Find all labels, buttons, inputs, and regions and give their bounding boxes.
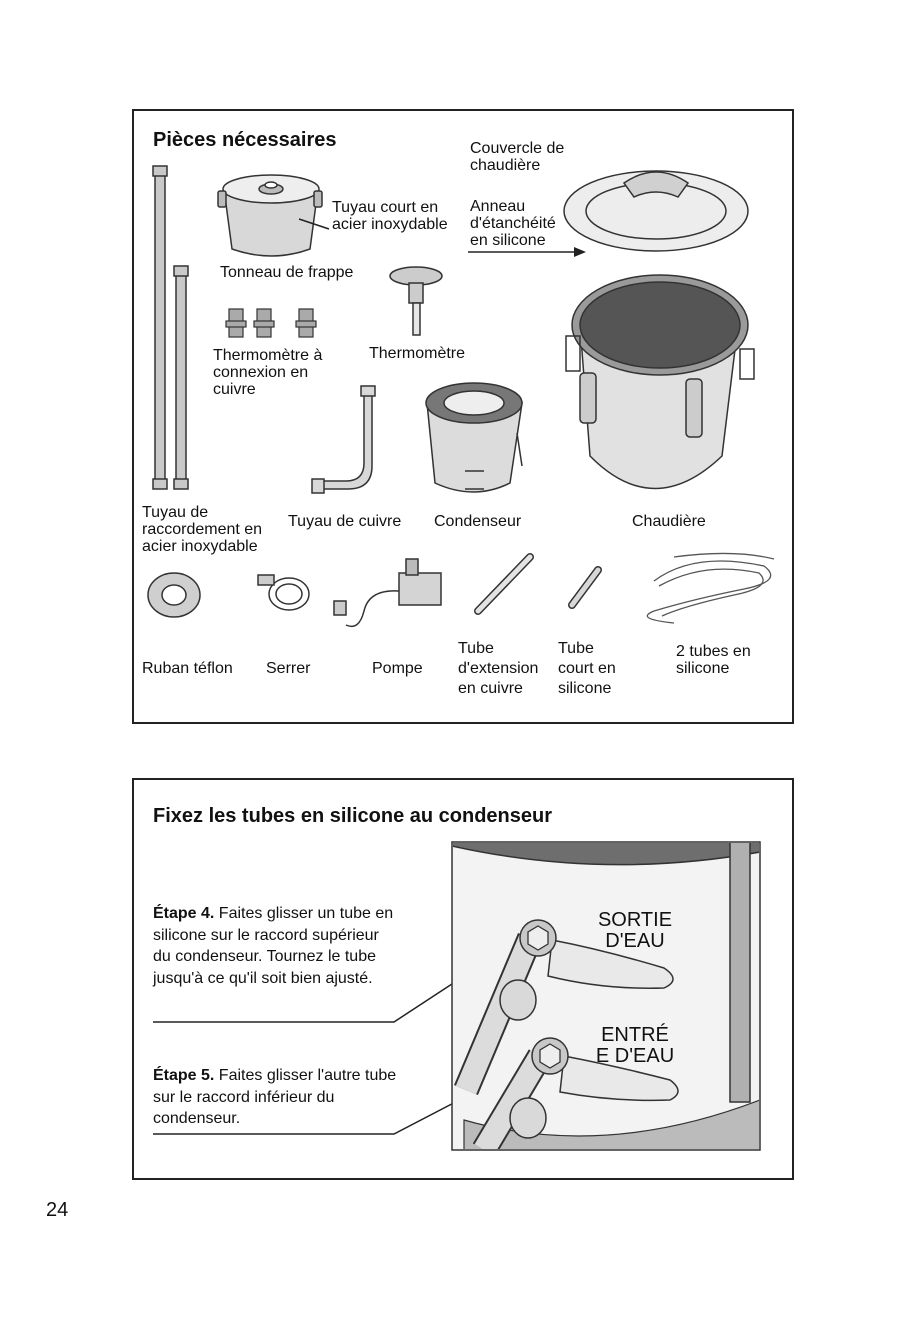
pump-illustration xyxy=(333,558,442,628)
boiler-illustration xyxy=(565,274,755,490)
parts-panel: Pièces nécessaires xyxy=(132,109,794,724)
boiler-lid-illustration xyxy=(563,170,749,252)
label-boiler-lid: Couvercle de chaudière xyxy=(470,140,565,174)
clamp-illustration xyxy=(257,574,310,611)
label-silicone-seal: Anneau d'étanchéité en silicone xyxy=(470,198,556,249)
label-clamp: Serrer xyxy=(266,660,311,677)
condenser-detail-illustration xyxy=(153,841,761,1151)
attach-title: Fixez les tubes en silicone au condenseu… xyxy=(153,805,553,827)
label-short-steel-pipe: Tuyau court en acier inoxydable xyxy=(332,199,448,233)
label-teflon-tape: Ruban téflon xyxy=(142,660,233,677)
parts-illustrations xyxy=(147,165,775,628)
label-short-silicone-tube: Tube court en silicone xyxy=(558,640,616,697)
label-mash-tun: Tonneau de frappe xyxy=(220,264,354,281)
step-5-pointer-line xyxy=(153,1081,495,1135)
copper-fittings-illustration xyxy=(225,308,317,338)
water-in-label: ENTRÉ E D'EAU xyxy=(595,1024,675,1067)
thermometer-illustration xyxy=(389,266,443,336)
attach-panel: Fixez les tubes en silicone au condenseu… xyxy=(132,778,794,1180)
label-copper-thermometer-fittings: Thermomètre à connexion en cuivre xyxy=(213,347,323,398)
label-steel-connecting-pipe: Tuyau de raccordement en acier inoxydabl… xyxy=(142,504,263,555)
label-condenser: Condenseur xyxy=(434,513,522,530)
step-5-text: Faites glisser l'autre tube sur le racco… xyxy=(153,1067,397,1127)
step-4: Étape 4. Faites glisser un tube en silic… xyxy=(153,903,398,989)
teflon-tape-illustration xyxy=(147,572,201,618)
water-out-label: SORTIE D'EAU xyxy=(597,909,673,952)
parts-title: Pièces nécessaires xyxy=(153,129,337,151)
step-4-pointer-line xyxy=(153,962,485,1023)
label-thermometer: Thermomètre xyxy=(369,345,466,362)
label-copper-extension-tube: Tube d'extension en cuivre xyxy=(458,640,539,697)
copper-pipe-illustration xyxy=(311,385,376,494)
step-5: Étape 5. Faites glisser l'autre tube sur… xyxy=(153,1065,398,1130)
page-number: 24 xyxy=(46,1199,69,1221)
step-4-text: Faites glisser un tube en silicone sur l… xyxy=(153,905,394,987)
silicone-tubes-illustration xyxy=(646,552,775,624)
label-silicone-tubes: 2 tubes en silicone xyxy=(676,643,751,677)
step-4-label: Étape 4. xyxy=(153,905,215,922)
condenser-illustration xyxy=(425,382,523,493)
label-copper-pipe: Tuyau de cuivre xyxy=(288,513,402,530)
label-pump: Pompe xyxy=(372,660,423,677)
steel-connecting-pipe-illustration xyxy=(152,165,189,490)
step-5-label: Étape 5. xyxy=(153,1067,215,1084)
label-boiler: Chaudière xyxy=(632,513,706,530)
seal-arrow-icon xyxy=(574,247,586,257)
mash-tun-illustration xyxy=(217,174,330,257)
